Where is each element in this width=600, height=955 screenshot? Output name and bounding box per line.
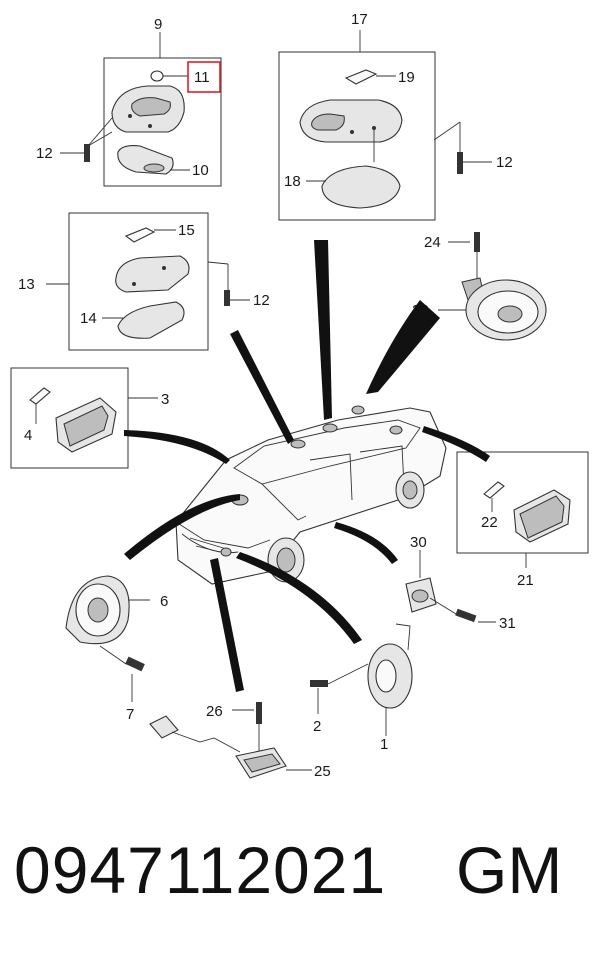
part-14-lens bbox=[117, 301, 185, 339]
label-14: 14 bbox=[80, 310, 97, 327]
front-speaker-group: 6 7 bbox=[65, 575, 168, 723]
courtesy-lamp-left-group: 3 4 bbox=[10, 367, 169, 469]
module-group: 26 25 bbox=[149, 702, 331, 780]
part-number: 0947112021 bbox=[14, 833, 387, 907]
vehicle-outline bbox=[175, 405, 447, 585]
label-2: 2 bbox=[313, 718, 321, 735]
brand-name: GM bbox=[456, 833, 563, 907]
rear-dome-lamp-housing bbox=[299, 99, 403, 143]
label-19: 19 bbox=[398, 69, 415, 86]
group-21-box bbox=[456, 451, 589, 554]
courtesy-lamp-right-group: 21 22 bbox=[456, 451, 589, 589]
label-31: 31 bbox=[499, 615, 516, 632]
label-18: 18 bbox=[284, 173, 301, 190]
label-1: 1 bbox=[380, 736, 388, 753]
group-13-box bbox=[68, 212, 209, 351]
label-12-b: 12 bbox=[496, 154, 513, 171]
label-15: 15 bbox=[178, 222, 195, 239]
module-connector bbox=[149, 715, 179, 739]
leader-lines bbox=[124, 240, 490, 692]
group-3-box bbox=[10, 367, 129, 469]
dome-lamp-switch bbox=[131, 97, 171, 117]
rear-speaker-group: 24 23 bbox=[412, 232, 547, 341]
label-3: 3 bbox=[161, 391, 169, 408]
center-lamp-group: 13 15 14 12 bbox=[18, 212, 270, 351]
part-11-clip bbox=[150, 70, 164, 82]
label-9: 9 bbox=[154, 16, 162, 33]
label-24: 24 bbox=[424, 234, 441, 251]
label-7: 7 bbox=[126, 706, 134, 723]
label-12-a: 12 bbox=[36, 145, 53, 162]
label-26: 26 bbox=[206, 703, 223, 720]
label-17: 17 bbox=[351, 11, 368, 28]
highlight-part-11 bbox=[187, 61, 221, 93]
group-9-box bbox=[103, 57, 222, 187]
part-19-bulb bbox=[344, 69, 378, 85]
label-21: 21 bbox=[517, 572, 534, 589]
group-17-box bbox=[278, 51, 436, 221]
label-13: 13 bbox=[18, 276, 35, 293]
part-18-lens bbox=[321, 165, 401, 209]
part-15-bulb bbox=[124, 227, 156, 243]
label-22: 22 bbox=[481, 514, 498, 531]
label-11: 11 bbox=[194, 69, 210, 86]
label-4: 4 bbox=[24, 427, 32, 444]
label-25: 25 bbox=[314, 763, 331, 780]
dome-lamp-front-group: 9 11 10 12 bbox=[36, 16, 222, 187]
label-6: 6 bbox=[160, 593, 168, 610]
label-12-c: 12 bbox=[253, 292, 270, 309]
dome-lamp-rear-group: 17 19 18 12 bbox=[278, 11, 513, 221]
label-30: 30 bbox=[410, 534, 427, 551]
sensor-group: 30 31 bbox=[405, 534, 516, 632]
part-4-bulb bbox=[29, 387, 51, 405]
part-22-bulb bbox=[483, 481, 505, 499]
footer: 0947112021 GM bbox=[0, 832, 600, 932]
center-lamp-housing bbox=[115, 255, 190, 293]
horn-group: 1 2 bbox=[310, 623, 413, 753]
label-10: 10 bbox=[192, 162, 209, 179]
